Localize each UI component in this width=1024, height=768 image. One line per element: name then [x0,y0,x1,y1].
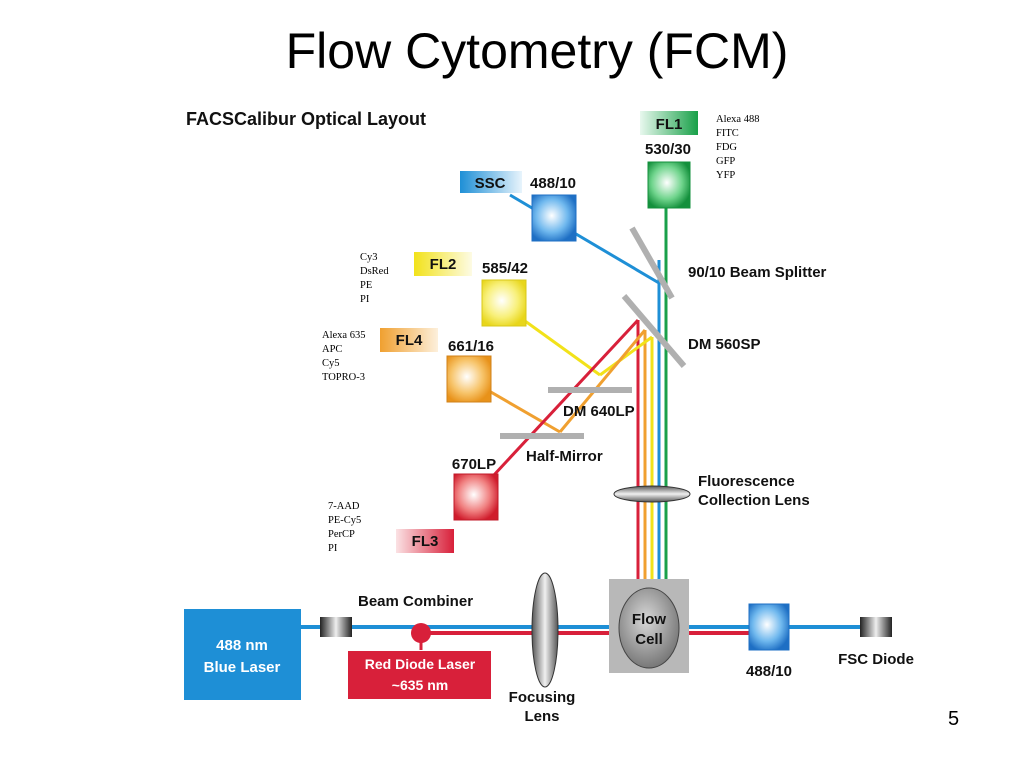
fl4-filter-label: 661/16 [448,338,494,355]
svg-text:PI: PI [328,543,338,554]
fsc-diode-label: FSC Diode [838,651,914,668]
beam-combiner-label: Beam Combiner [358,593,473,610]
fl3-beam [478,318,640,492]
beam-splitter-label: 90/10 Beam Splitter [688,264,827,281]
ssc-filter-label: 488/10 [530,175,576,192]
fl2-detector [414,252,472,276]
fl1-label: FL1 [656,116,683,133]
svg-text:PI: PI [360,294,370,305]
focusing-lens-label-2: Lens [524,708,559,725]
svg-text:FDG: FDG [716,142,737,153]
focusing-lens-label-1: Focusing [509,689,576,706]
page-number: 5 [948,708,960,730]
fl3-label: FL3 [412,533,439,550]
fl3-filter-label: 670LP [452,456,496,473]
red-laser-label-1: Red Diode Laser [365,656,476,672]
fluorescence-collection-lens [613,485,691,503]
beam-combiner-cylinder [320,617,352,637]
fsc-filter [748,603,790,651]
svg-text:Cy3: Cy3 [360,252,378,263]
fsc-diode [860,617,892,637]
blue-laser [184,609,301,700]
svg-text:Alexa 635: Alexa 635 [322,330,365,341]
fl3-dye-list: 7-AAD PE-Cy5 PerCP PI [328,501,361,554]
fl2-filter [481,279,527,327]
fl1-filter-label: 530/30 [645,141,691,158]
svg-text:Cy5: Cy5 [322,358,340,369]
fluor-lens-label-1: Fluorescence [698,473,795,490]
fsc-filter-label: 488/10 [746,663,792,680]
fl1-dye-list: Alexa 488 FITC FDG GFP YFP [716,114,759,181]
fl4-filter [446,355,492,403]
flow-cell [618,587,680,669]
ssc-detector [460,171,522,193]
focusing-lens [531,572,559,688]
fl3-detector [396,529,454,553]
ssc-label: SSC [475,175,506,192]
svg-text:PerCP: PerCP [328,529,355,540]
fl2-dye-list: Cy3 DsRed PE PI [360,252,389,305]
svg-text:APC: APC [322,344,342,355]
dm560-label: DM 560SP [688,336,761,353]
red-laser-label-2: ~635 nm [392,677,448,693]
red-diode-laser [348,651,491,699]
blue-laser-label-1: 488 nm [216,637,268,654]
blue-laser-label-2: Blue Laser [204,659,281,676]
flow-cell-label-1: Flow [632,611,666,628]
fl3-filter [453,473,499,521]
svg-text:PE-Cy5: PE-Cy5 [328,515,361,526]
half-mirror-label: Half-Mirror [526,448,603,465]
dm640-label: DM 640LP [563,403,635,420]
svg-text:PE: PE [360,280,372,291]
svg-text:7-AAD: 7-AAD [328,501,360,512]
svg-text:Alexa 488: Alexa 488 [716,114,759,125]
fl2-label: FL2 [430,256,457,273]
beam-splitter-mirror [629,226,675,300]
svg-text:DsRed: DsRed [360,266,389,277]
diagram-title: FACSCalibur Optical Layout [186,109,426,129]
fl1-filter [647,161,691,209]
fl2-filter-label: 585/42 [482,260,528,277]
svg-text:FITC: FITC [716,128,739,139]
fluor-lens-label-2: Collection Lens [698,492,810,509]
fl4-detector [380,328,438,352]
svg-text:TOPRO-3: TOPRO-3 [322,372,365,383]
slide-title: Flow Cytometry (FCM) [285,23,789,79]
fl4-label: FL4 [396,332,423,349]
svg-text:YFP: YFP [716,170,735,181]
dm560-mirror [621,294,687,368]
fl1-detector [640,111,698,135]
svg-text:GFP: GFP [716,156,735,167]
ssc-filter [531,194,577,242]
red-diode-emitter [411,623,431,643]
flow-cell-label-2: Cell [635,631,663,648]
fl4-dye-list: Alexa 635 APC Cy5 TOPRO-3 [322,330,365,383]
